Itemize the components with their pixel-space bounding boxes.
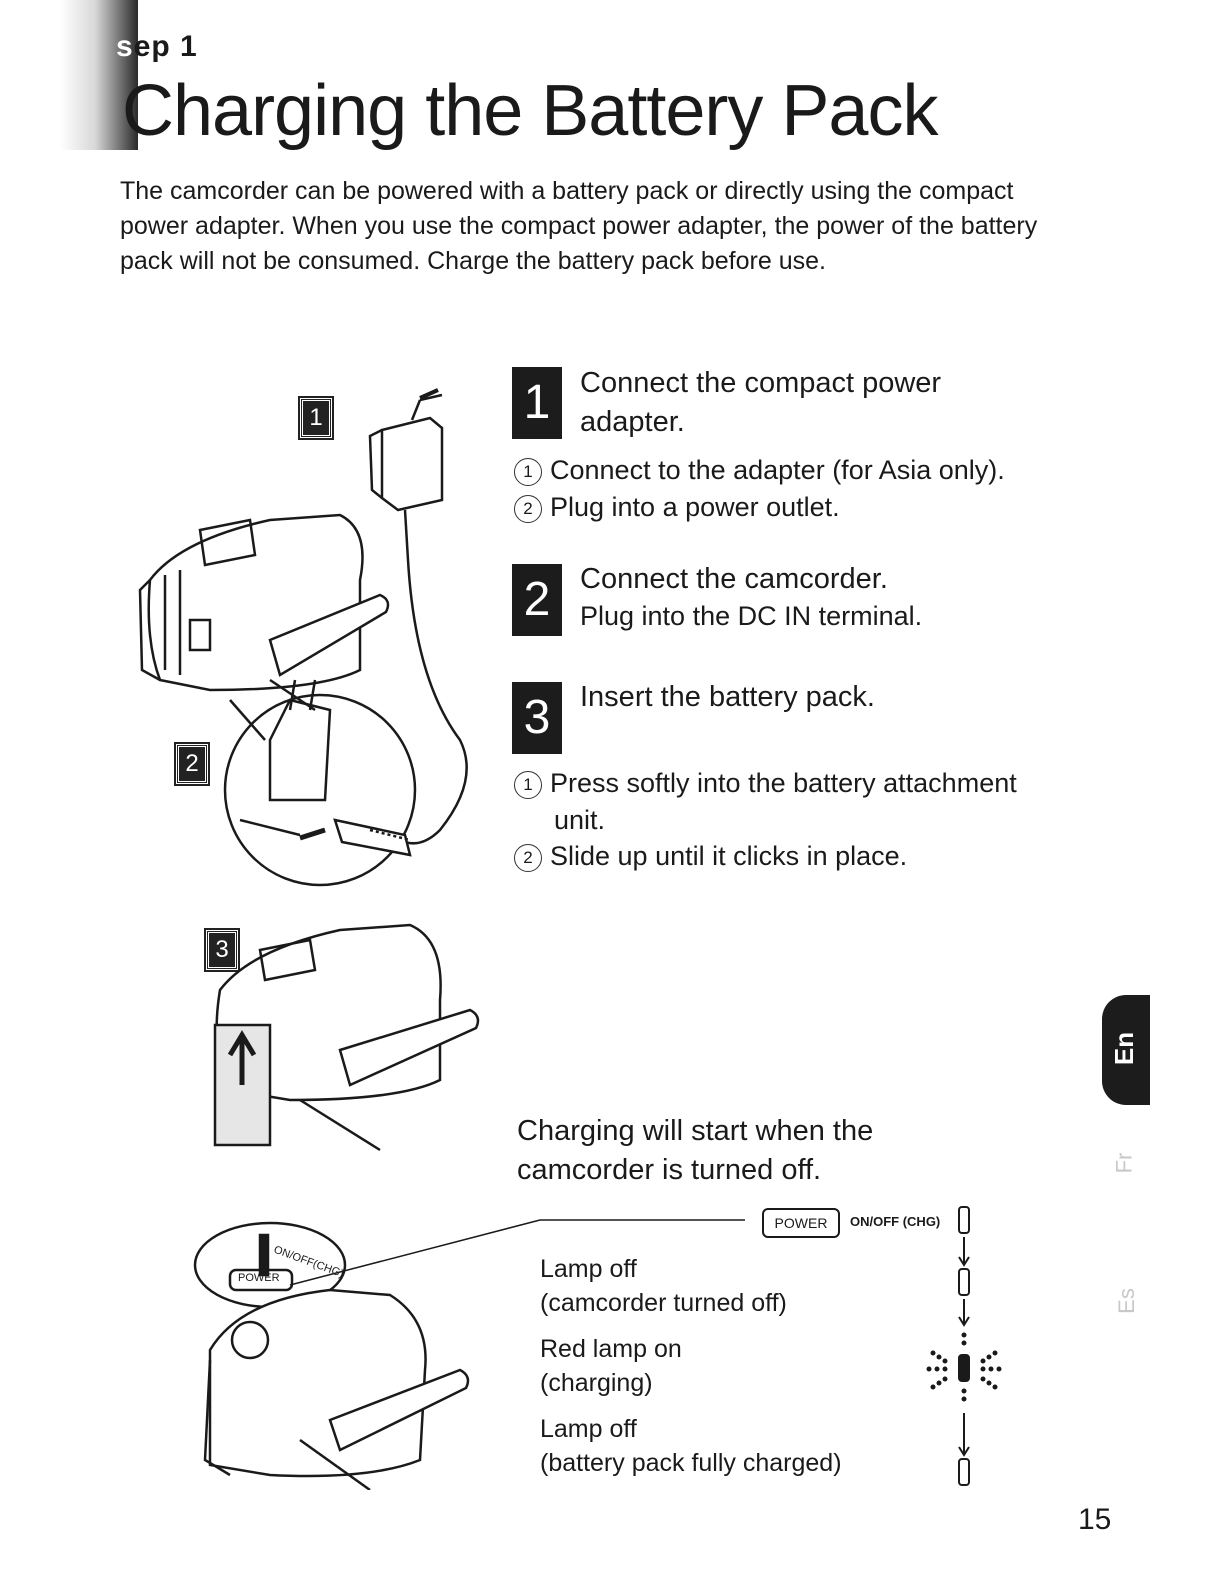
callout-power-label: POWER	[238, 1272, 280, 1284]
step-2-detail: Plug into the DC IN terminal.	[580, 601, 923, 631]
figure-label-3: 3	[204, 928, 240, 972]
power-button-icon: POWER	[762, 1208, 840, 1238]
charging-note: Charging will start when the camcorder i…	[517, 1115, 874, 1186]
step-header-bar	[60, 0, 138, 150]
step-2-title: Connect the camcorder.	[580, 563, 888, 595]
intro-paragraph: The camcorder can be powered with a batt…	[120, 177, 1038, 275]
page-number: 15	[1078, 1503, 1112, 1536]
step-1-title: Connect the compact power adapter.	[580, 367, 942, 438]
language-tab-fr[interactable]: Fr	[1111, 1152, 1137, 1174]
battery-insert-illustration	[213, 923, 480, 1152]
figure-label-2: 2	[174, 742, 210, 786]
lamp-state-2: Red lamp on (charging)	[540, 1335, 682, 1397]
lamp-state-1: Lamp off (camcorder turned off)	[540, 1255, 787, 1317]
power-switch-illustration	[193, 1219, 745, 1490]
language-tab-es[interactable]: Es	[1113, 1288, 1139, 1314]
step-2-badge: 2	[512, 564, 562, 636]
step-3-title: Insert the battery pack.	[580, 681, 875, 713]
page-title: Charging the Battery Pack	[122, 71, 938, 151]
figure-label-1: 1	[298, 396, 334, 440]
step-3-badge: 3	[512, 682, 562, 754]
step-1-badge: 1	[512, 367, 562, 439]
switch-label: ON/OFF (CHG)	[850, 1214, 941, 1229]
step-label: sep 1	[116, 30, 198, 63]
language-tab-en[interactable]: En	[1102, 995, 1150, 1105]
lamp-state-3: Lamp off (battery pack fully charged)	[540, 1415, 842, 1477]
lamp-sequence-icon	[926, 1206, 1002, 1486]
camcorder-adapter-illustration	[138, 388, 468, 887]
